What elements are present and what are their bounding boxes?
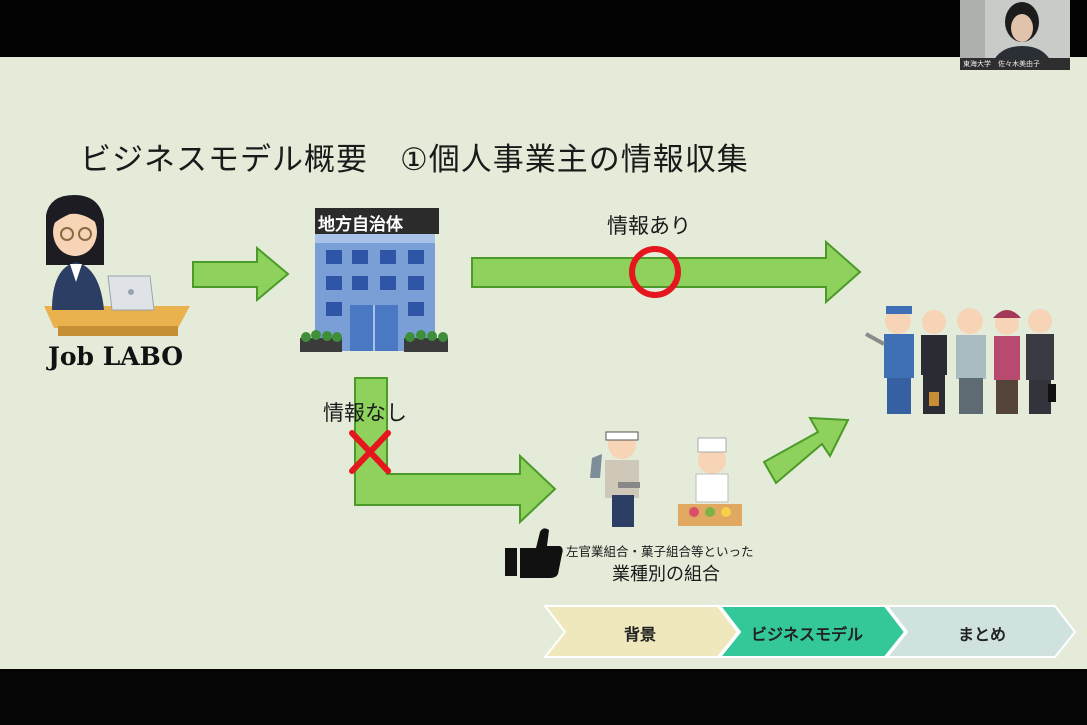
webcam-thumbnail[interactable]: 東海大学 佐々木美由子 <box>960 0 1070 70</box>
nav-step-label-summary[interactable]: まとめ <box>958 625 1007 644</box>
slide-title: ビジネスモデル概要 ①個人事業主の情報収集 <box>80 142 749 178</box>
job-labo-label: Job LABO <box>48 342 184 371</box>
top-black-bar <box>0 0 1087 57</box>
nav-step-label-business-model[interactable]: ビジネスモデル <box>751 625 864 644</box>
info-no-label: 情報なし <box>323 401 407 425</box>
union-examples-caption: 左官業組合・菓子組合等といった <box>566 544 754 559</box>
info-yes-label: 情報あり <box>607 214 691 238</box>
nav-step-label-background[interactable]: 背景 <box>624 625 657 644</box>
webcam-caption: 東海大学 佐々木美由子 <box>960 58 1070 70</box>
bottom-black-bar <box>0 669 1087 725</box>
building-sign: 地方自治体 <box>318 215 403 235</box>
industry-union-caption: 業種別の組合 <box>612 564 720 585</box>
